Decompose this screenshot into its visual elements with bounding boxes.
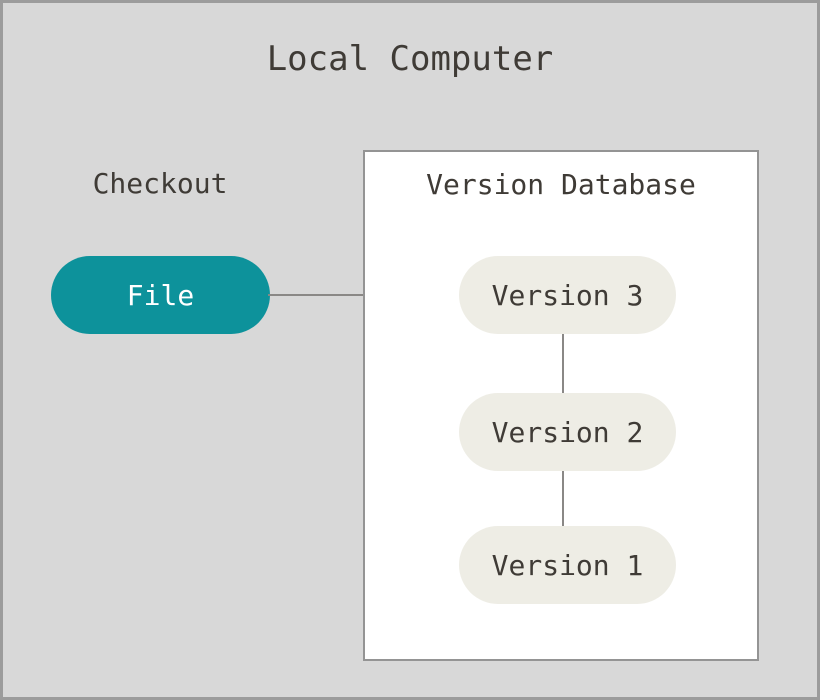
diagram-title: Local Computer xyxy=(266,39,554,79)
version-3-node: Version 3 xyxy=(459,256,676,334)
file-node-label: File xyxy=(126,278,195,312)
version2-to-version1-connector-line xyxy=(562,471,564,526)
checkout-label: Checkout xyxy=(92,167,228,200)
file-node: File xyxy=(51,256,270,334)
version-2-node: Version 2 xyxy=(459,393,676,471)
version-3-label: Version 3 xyxy=(491,278,644,312)
version-1-node: Version 1 xyxy=(459,526,676,604)
version-database-box: Version Database Version 3 Version 2 Ver… xyxy=(363,150,759,661)
version-1-label: Version 1 xyxy=(491,548,644,582)
version3-to-version2-connector-line xyxy=(562,334,564,393)
version-2-label: Version 2 xyxy=(491,415,644,449)
version-database-label: Version Database xyxy=(426,168,696,201)
